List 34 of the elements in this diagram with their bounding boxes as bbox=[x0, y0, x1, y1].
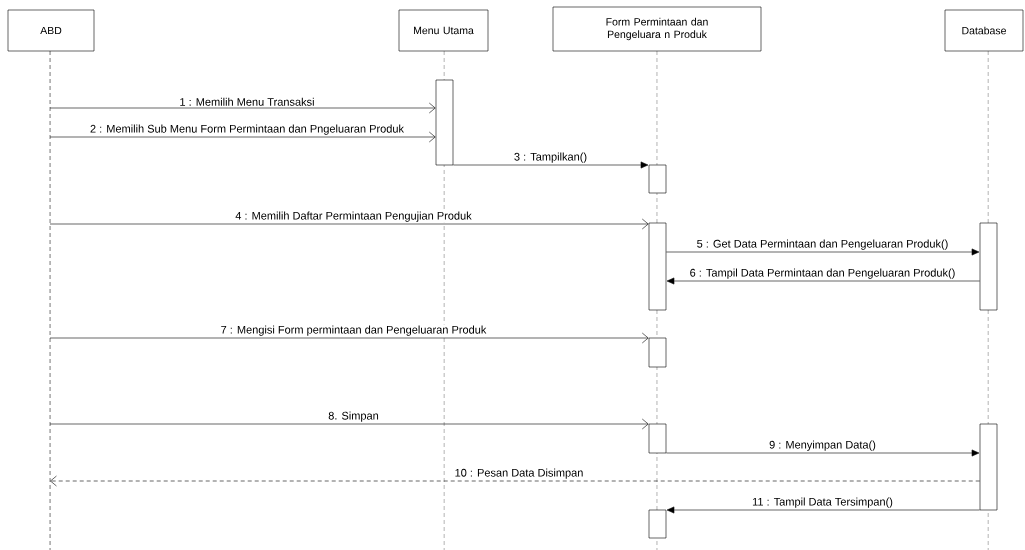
activation-bar bbox=[648, 222, 667, 311]
edge-label: 6 : Tampil Data Permintaan dan Pengeluaran Produk() bbox=[688, 267, 957, 280]
message-arrow bbox=[666, 248, 980, 256]
edge-label: 8. Simpan bbox=[327, 410, 380, 423]
edge-label: 10 : Pesan Data Disimpan bbox=[453, 467, 585, 480]
edge-label: 2 : Memilih Sub Menu Form Permintaan dan Pngeluaran Produk bbox=[88, 123, 406, 136]
message-arrow bbox=[49, 131, 436, 143]
lifeline-head: Database bbox=[944, 9, 1024, 52]
lifeline-head: Menu Utama bbox=[398, 9, 489, 52]
edge-label: 1 : Memilih Menu Transaksi bbox=[178, 96, 316, 107]
activation-bar bbox=[648, 423, 667, 454]
message-arrow bbox=[50, 475, 980, 487]
edge-label: 5 : Get Data Permintaan dan Pengeluaran Produk() bbox=[695, 238, 950, 251]
message-arrow bbox=[49, 102, 436, 114]
edge-label: 9 : Menyimpan Data() bbox=[768, 439, 877, 452]
message-arrow bbox=[453, 161, 649, 169]
lifeline-head: Form Permintaan dan Pengeluara n Produk bbox=[552, 6, 762, 52]
edge-label: 4 : Memilih Daftar Permintaan Pengujian Produk bbox=[234, 210, 473, 223]
message-arrow bbox=[49, 218, 649, 230]
activation-bar bbox=[648, 509, 667, 539]
activation-bar bbox=[979, 423, 998, 511]
message-arrow bbox=[666, 506, 980, 514]
edge-label: 11 : Tampil Data Tersimpan() bbox=[751, 496, 894, 509]
message-arrow bbox=[49, 418, 649, 430]
activation-bar bbox=[979, 222, 998, 311]
message-arrow bbox=[49, 332, 649, 344]
message-arrow bbox=[666, 449, 980, 457]
edge-label: 3 : Tampilkan() bbox=[512, 151, 589, 164]
activation-bar bbox=[435, 79, 454, 166]
message-arrow bbox=[666, 277, 980, 285]
activation-bar bbox=[648, 164, 667, 194]
edge-label: 7 : Mengisi Form permintaan dan Pengeluaran Produk bbox=[219, 324, 488, 337]
lifeline-head: ABD bbox=[7, 9, 95, 52]
activation-bar bbox=[648, 337, 667, 368]
